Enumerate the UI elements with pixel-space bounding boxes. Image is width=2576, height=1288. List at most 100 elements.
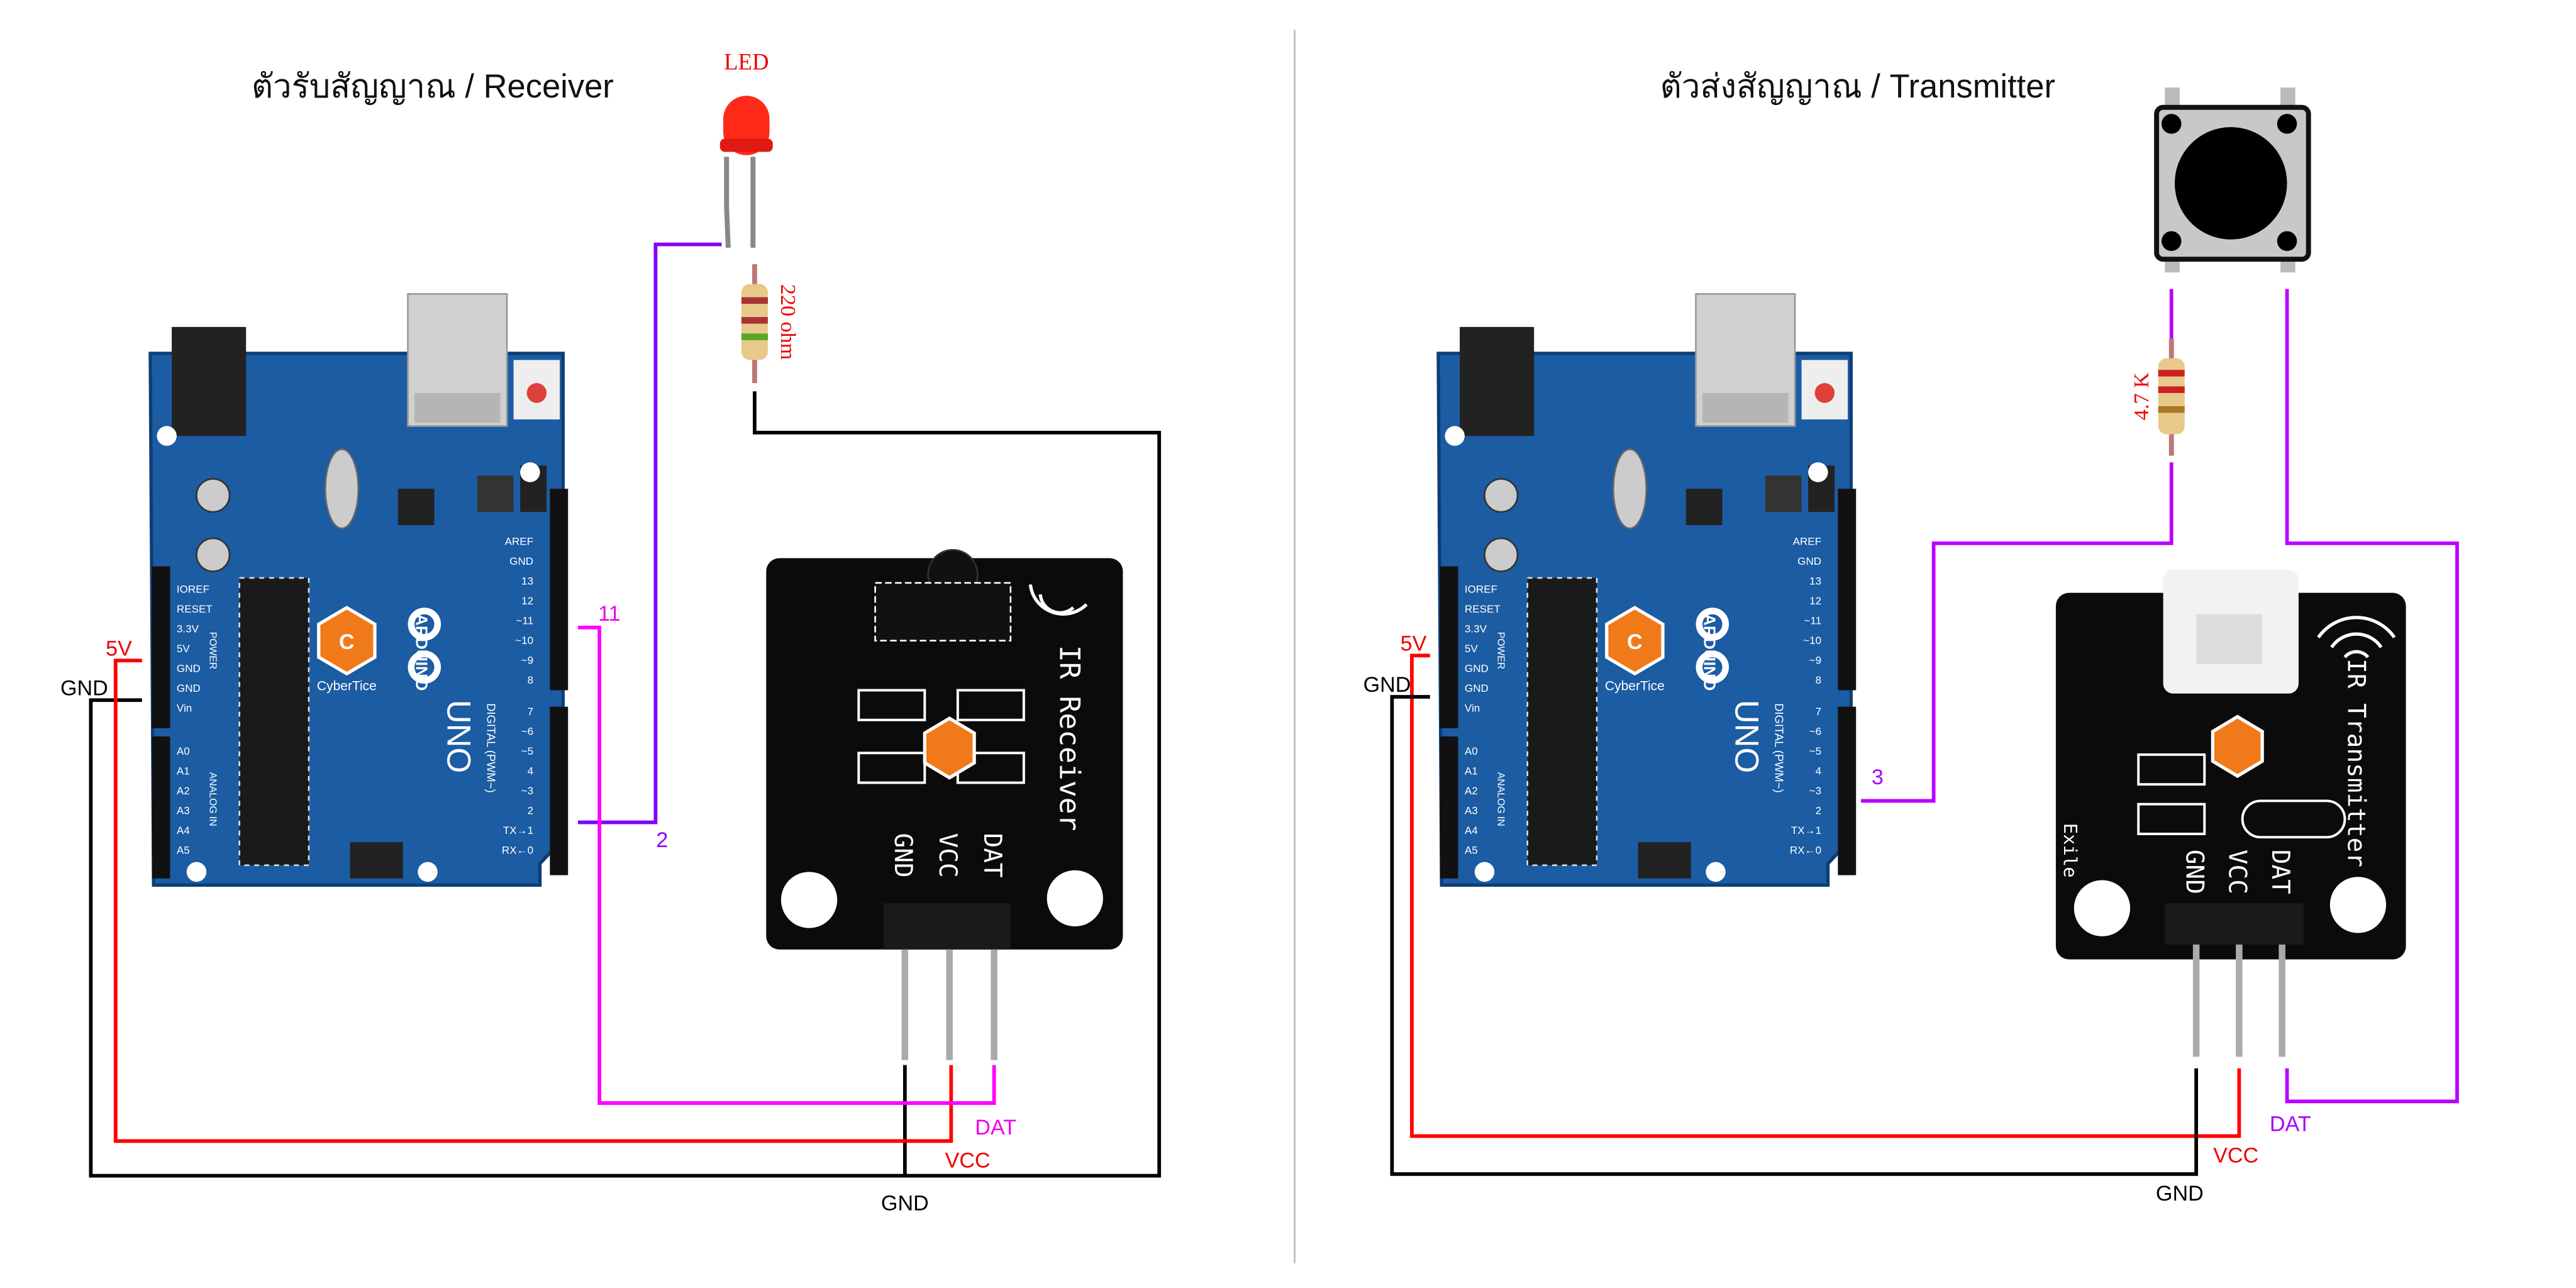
svg-text:CyberTice: CyberTice	[1605, 679, 1665, 694]
svg-text:UNO: UNO	[440, 700, 477, 774]
power-pin-label: Vin	[177, 702, 192, 714]
digital-pin-label: ~3	[521, 785, 533, 797]
wire-11-dat	[577, 625, 996, 1105]
power-pin-label: 3.3V	[177, 623, 199, 635]
label-gnd-bottom: GND	[881, 1192, 929, 1216]
tx-label-pin3: 3	[1872, 765, 1884, 789]
digital-pin-label: 7	[1816, 706, 1821, 718]
analog-pin-label: A0	[177, 745, 190, 757]
receiver-title: ตัวรับสัญญาณ / Receiver	[252, 68, 614, 105]
power-pin-label: IOREF	[1465, 584, 1497, 596]
wire-button-dat	[2285, 289, 2459, 1104]
digital-pin-label: TX→1	[1791, 824, 1821, 836]
rx-pin-dat: DAT	[978, 833, 1007, 878]
digital-pin-label: ~5	[521, 745, 533, 757]
digital-pin-label: ~9	[1809, 655, 1821, 667]
digital-pin-label: 12	[1809, 595, 1821, 607]
ir-transmitter-name: IR Transmitter	[2342, 658, 2371, 867]
resistor-4k7-label: 4.7 K	[2130, 372, 2153, 420]
ir-transmitter-module	[2055, 569, 2406, 1057]
label-5v: 5V	[106, 636, 132, 660]
digital-pin-label: 13	[1809, 575, 1821, 587]
digital-pin-label: GND	[1797, 555, 1821, 567]
power-pin-label: Vin	[1465, 702, 1480, 714]
digital-pin-label: 4	[528, 765, 533, 777]
resistor-220	[741, 264, 768, 384]
svg-text:CyberTice: CyberTice	[317, 679, 377, 694]
digital-pin-label: RX←0	[502, 844, 533, 856]
power-pin-label: RESET	[177, 603, 213, 615]
power-pin-label: GND	[1465, 663, 1489, 675]
analog-pin-label: A2	[177, 785, 190, 797]
analog-pin-label: A3	[1465, 804, 1478, 816]
digital-pin-label: 2	[528, 804, 533, 816]
svg-text:POWER: POWER	[1495, 632, 1506, 670]
power-pin-label: IOREF	[177, 584, 209, 596]
tx-label-dat: DAT	[2270, 1113, 2311, 1136]
digital-pin-label: 2	[1816, 804, 1821, 816]
resistor-4k7	[2158, 338, 2185, 456]
digital-pin-label: ~11	[516, 614, 533, 626]
ir-receiver-name: IR Receiver	[1053, 645, 1086, 831]
svg-text:ANALOG IN: ANALOG IN	[207, 772, 218, 826]
resistor-label: 220 ohm	[776, 284, 799, 360]
digital-pin-label: ~6	[1809, 725, 1821, 737]
label-vcc: VCC	[945, 1148, 991, 1172]
transmitter-title: ตัวส่งสัญญาณ / Transmitter	[1660, 68, 2055, 105]
tx-pin-gnd: GND	[2180, 850, 2209, 894]
analog-pin-label: A3	[177, 804, 190, 816]
analog-pin-label: A5	[1465, 844, 1478, 856]
label-dat: DAT	[975, 1116, 1016, 1140]
digital-pin-label: 12	[521, 595, 533, 607]
digital-pin-label: AREF	[505, 535, 533, 547]
analog-pin-label: A2	[1465, 785, 1478, 797]
tx-pin-dat: DAT	[2266, 850, 2295, 894]
rx-pin-gnd: GND	[889, 833, 918, 878]
tx-label-gnd-left: GND	[1363, 673, 1411, 697]
led	[719, 96, 773, 248]
power-pin-label: GND	[177, 682, 201, 694]
wire-led-gnd	[89, 391, 1162, 1178]
digital-pin-label: 4	[1816, 765, 1821, 777]
tx-label-5v: 5V	[1401, 632, 1427, 656]
analog-pin-label: A0	[1465, 745, 1478, 757]
wire-pin2-led	[577, 242, 722, 824]
digital-pin-label: 8	[1816, 674, 1821, 686]
svg-text:ANALOG IN: ANALOG IN	[1495, 772, 1506, 826]
led-label: LED	[724, 48, 769, 74]
ir-receiver-module	[766, 549, 1123, 1060]
digital-pin-label: 13	[521, 575, 533, 587]
svg-text:DIGITAL (PWM~): DIGITAL (PWM~)	[1773, 703, 1786, 792]
digital-pin-label: ~10	[515, 635, 533, 647]
power-pin-label: 3.3V	[1465, 623, 1487, 635]
wire-tx-5v-vcc	[1410, 653, 2241, 1138]
rx-pin-vcc: VCC	[933, 833, 962, 878]
digital-pin-label: ~11	[1804, 614, 1821, 626]
digital-pin-label: RX←0	[1790, 844, 1821, 856]
digital-pin-label: ~10	[1803, 635, 1821, 647]
wire-5v-vcc	[113, 658, 953, 1143]
analog-pin-label: A4	[1465, 824, 1478, 836]
digital-pin-label: ~6	[521, 725, 533, 737]
analog-pin-label: A5	[177, 844, 190, 856]
wire-pin3-resistor	[1861, 462, 2174, 803]
svg-text:ARDUINO: ARDUINO	[413, 614, 431, 691]
analog-pin-label: A1	[177, 765, 190, 777]
analog-pin-label: A4	[177, 824, 190, 836]
power-pin-label: 5V	[1465, 643, 1478, 655]
digital-pin-label: GND	[509, 555, 533, 567]
power-pin-label: RESET	[1465, 603, 1501, 615]
digital-pin-label: ~9	[521, 655, 533, 667]
tx-pin-vcc: VCC	[2223, 850, 2252, 894]
svg-text:UNO: UNO	[1728, 700, 1765, 774]
digital-pin-label: ~5	[1809, 745, 1821, 757]
label-pin11: 11	[598, 602, 620, 626]
power-pin-label: GND	[1465, 682, 1489, 694]
digital-pin-label: AREF	[1793, 535, 1821, 547]
power-pin-label: 5V	[177, 643, 190, 655]
arduino-receiver-labels: ARDUINO UNO DIGITAL (PWM~) POWER ANALOG …	[177, 535, 533, 856]
analog-pin-label: A1	[1465, 765, 1478, 777]
svg-text:POWER: POWER	[207, 632, 218, 670]
label-gnd-left: GND	[60, 676, 108, 700]
